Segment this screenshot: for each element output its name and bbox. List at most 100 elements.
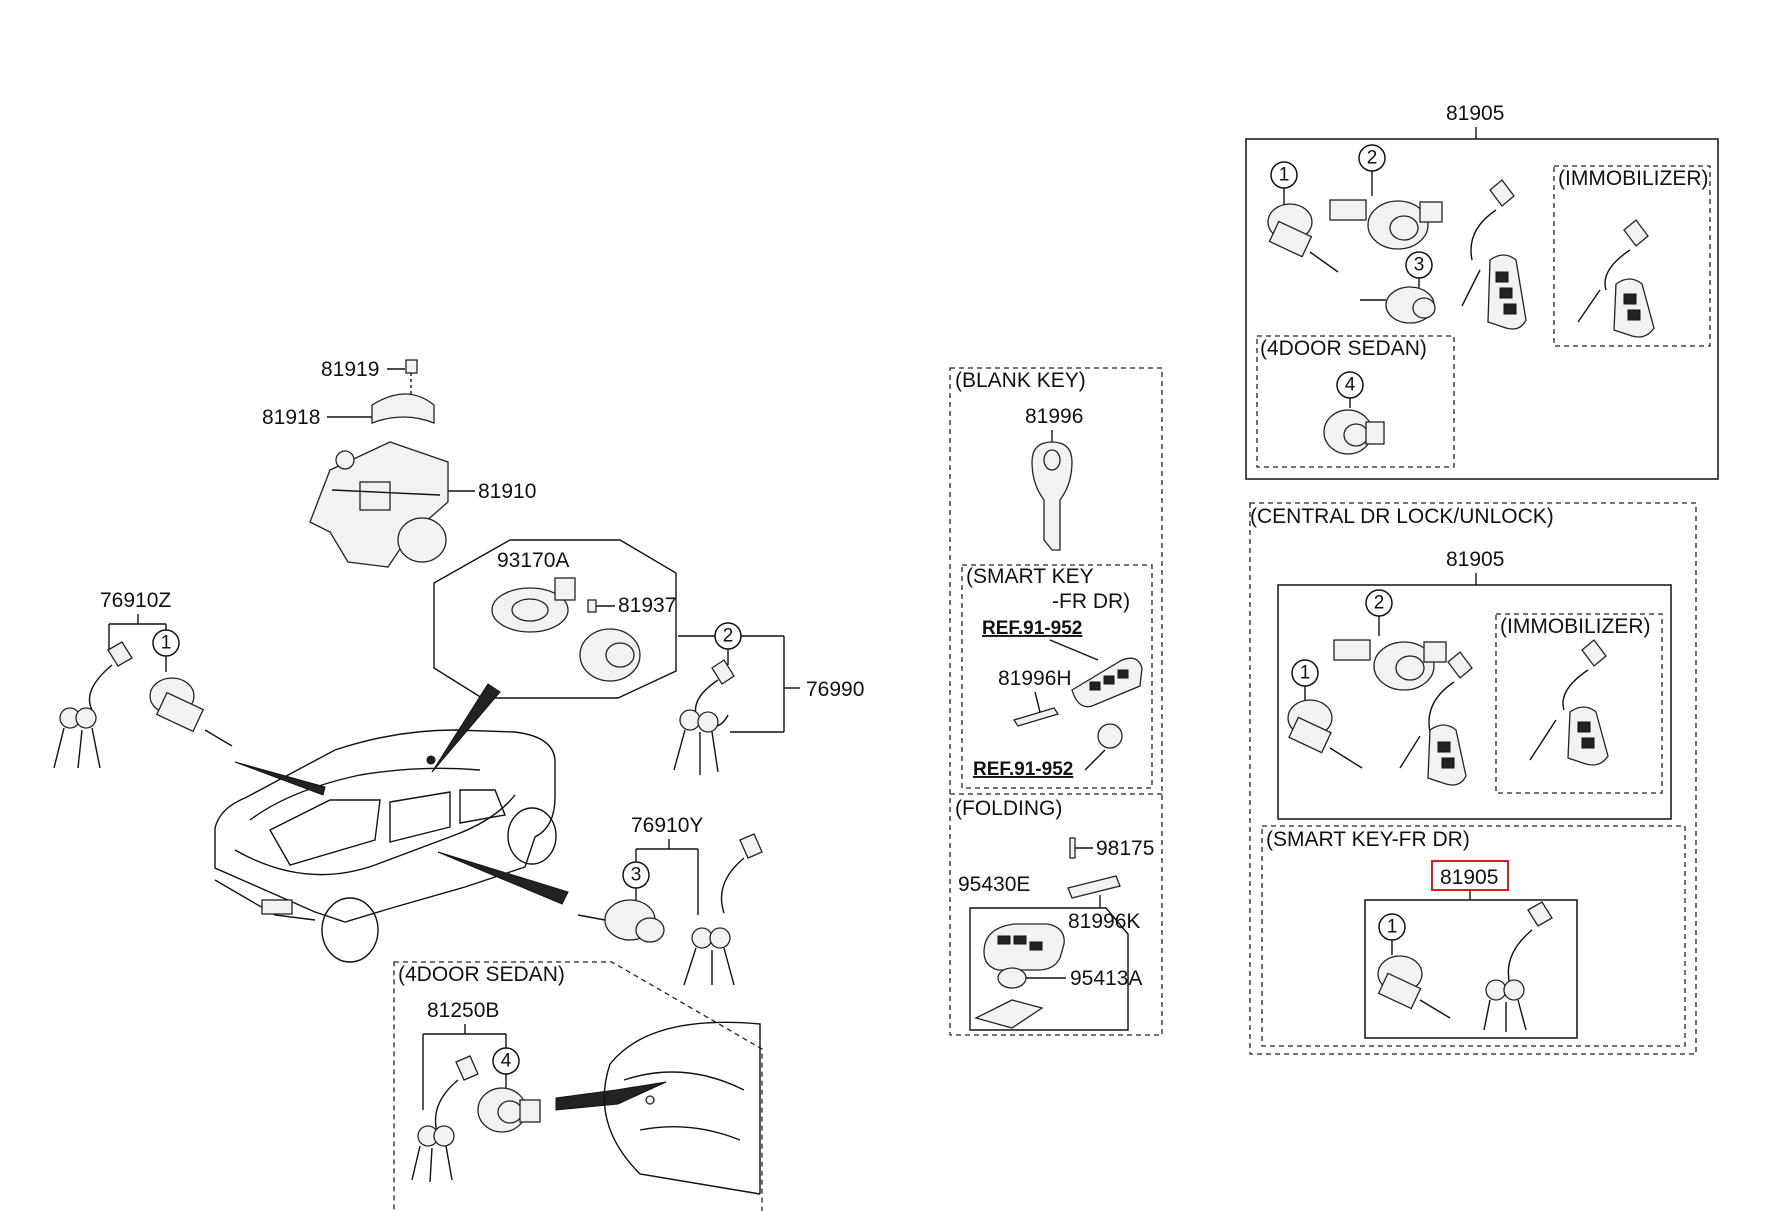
section-title-4door-sedan: (4DOOR SEDAN): [1260, 337, 1427, 360]
ignition-key-set-group: 93170A 81937 2 76990: [433, 539, 864, 775]
leader-wedge: [437, 851, 569, 905]
callout-1-number: 1: [161, 633, 172, 654]
section-title-immobilizer: (IMMOBILIZER): [1558, 167, 1709, 190]
callout-1-number: 1: [1300, 663, 1311, 684]
dashed-detail-outline: [393, 961, 763, 1211]
part-label-81919[interactable]: 81919: [321, 358, 379, 381]
part-label-81918[interactable]: 81918: [262, 406, 320, 429]
ref-link-91-952-2[interactable]: REF.91-952: [973, 759, 1073, 780]
trunk-lock-cylinder-icon: [1360, 286, 1436, 324]
section-title-central-dr-lock: (CENTRAL DR LOCK/UNLOCK): [1250, 505, 1554, 528]
callout-3-number: 3: [1414, 255, 1425, 276]
section-title-smart-key: (SMART KEY: [966, 565, 1094, 588]
set-outline-box: [1245, 138, 1719, 480]
door-lock-cylinder-icon: [577, 899, 665, 943]
folding-key-blade-icon: [1067, 875, 1121, 899]
key-pair-icon: [673, 659, 735, 775]
remote-key-fob-icon: [1399, 651, 1473, 786]
set-outline-box: [1277, 584, 1672, 820]
key-pair-icon: [683, 833, 763, 986]
part-label-81905[interactable]: 81905: [1446, 102, 1504, 125]
leader-wedge: [555, 1081, 667, 1111]
part-label-81250B[interactable]: 81250B: [427, 999, 499, 1022]
key-pair-icon: [53, 641, 133, 769]
coin-battery-icon: [997, 967, 1027, 989]
dashed-smart-key-outline: [961, 564, 1153, 789]
screw-icon: [405, 359, 418, 374]
section-title-blank-key: (BLANK KEY): [955, 369, 1086, 392]
part-label-93170A[interactable]: 93170A: [497, 549, 569, 572]
ref-link-91-952[interactable]: REF.91-952: [982, 618, 1082, 639]
leader-wedge: [234, 761, 326, 796]
door-lock-cylinder-icon: [1377, 955, 1451, 1019]
trunk-lock-cylinder-icon: [477, 1087, 541, 1133]
ignition-lock-housing-icon: [309, 441, 449, 568]
remote-key-fob-icon: [1461, 179, 1527, 330]
clamp-bracket-icon: [371, 393, 435, 424]
part-label-76990[interactable]: 76990: [806, 678, 864, 701]
coin-battery-icon: [1097, 723, 1123, 749]
callout-4-number: 4: [1345, 375, 1356, 396]
detail-hexagon-outline: [433, 539, 677, 699]
dashed-4door-sedan-outline: [1256, 335, 1455, 468]
leader-wedge: [431, 683, 501, 773]
ignition-switch-group: 81919 81918 81910: [262, 358, 536, 568]
emergency-key-blade-icon: [1012, 707, 1060, 727]
part-label-81937[interactable]: 81937: [618, 594, 676, 617]
blank-key-icon: [1031, 441, 1073, 551]
part-label-81996H[interactable]: 81996H: [998, 667, 1072, 690]
dashed-immobilizer-outline: [1495, 613, 1663, 794]
four-door-sedan-detail: (4DOOR SEDAN) 81250B 4: [393, 961, 763, 1211]
part-label-81910[interactable]: 81910: [478, 480, 536, 503]
part-label-95413A[interactable]: 95413A: [1070, 967, 1142, 990]
set-outline-box: [1364, 899, 1578, 1039]
ignition-switch-icon: [1333, 639, 1447, 691]
callout-1-number: 1: [1387, 917, 1398, 938]
dashed-central-lock-outline: [1249, 502, 1697, 1055]
part-label-81905-highlighted[interactable]: 81905: [1440, 866, 1498, 889]
callout-4-number: 4: [501, 1051, 512, 1072]
dashed-panel-outline: [949, 367, 1163, 1036]
lock-set-81905-top: 81905 1 2 3: [1245, 102, 1719, 480]
immobilizer-coil-icon: [491, 577, 576, 633]
folding-remote-fob-icon: [983, 923, 1065, 971]
dashed-smart-key-fr-dr-outline: [1261, 825, 1686, 1047]
smart-key-fob-icon: [1071, 657, 1143, 708]
central-door-lock-panel: (CENTRAL DR LOCK/UNLOCK) 81905 2 1: [1249, 502, 1697, 1055]
section-title-smart-key-fr-dr: (SMART KEY-FR DR): [1266, 828, 1470, 851]
key-pair-icon: [411, 1055, 479, 1183]
key-options-panel: (BLANK KEY) 81996 (SMART KEY -FR DR) REF…: [949, 367, 1163, 1036]
immobilizer-key-fob-icon: [1529, 639, 1609, 766]
section-title-immobilizer: (IMMOBILIZER): [1500, 615, 1651, 638]
battery-cover-icon: [974, 999, 1044, 1029]
ignition-switch-icon: [1329, 199, 1443, 250]
ignition-cylinder-icon: [579, 628, 641, 682]
door-lock-76910Y-group: 76910Y 3: [577, 814, 763, 986]
part-label-98175[interactable]: 98175: [1096, 837, 1154, 860]
callout-1-number: 1: [1279, 165, 1290, 186]
folding-key-detail-outline: [969, 907, 1129, 1031]
key-pair-icon: [1483, 901, 1553, 1032]
part-label-81996[interactable]: 81996: [1025, 405, 1083, 428]
section-title-4door-sedan: (4DOOR SEDAN): [398, 963, 565, 986]
pin-icon: [1069, 837, 1076, 859]
callout-2-number: 2: [1374, 593, 1385, 614]
door-lock-cylinder-icon: [1267, 203, 1339, 273]
door-lock-cylinder-icon: [149, 677, 233, 747]
door-lock-cylinder-icon: [1287, 699, 1363, 769]
callout-2-number: 2: [1367, 148, 1378, 169]
immobilizer-key-fob-icon: [1577, 219, 1655, 338]
part-label-76910Y[interactable]: 76910Y: [631, 814, 703, 837]
sedan-trunk-illustration: [603, 1021, 761, 1195]
vehicle-hatchback-illustration: [214, 729, 557, 963]
screw-icon: [587, 599, 597, 613]
part-label-95430E[interactable]: 95430E: [958, 873, 1030, 896]
part-label-76910Z[interactable]: 76910Z: [100, 589, 171, 612]
license-plate-icon: [261, 899, 293, 915]
part-label-81996K[interactable]: 81996K: [1068, 910, 1140, 933]
part-label-81905[interactable]: 81905: [1446, 548, 1504, 571]
dashed-immobilizer-outline: [1553, 165, 1711, 347]
section-title-folding: (FOLDING): [955, 797, 1062, 820]
door-lock-76910Z-group: 76910Z 1: [53, 589, 233, 769]
